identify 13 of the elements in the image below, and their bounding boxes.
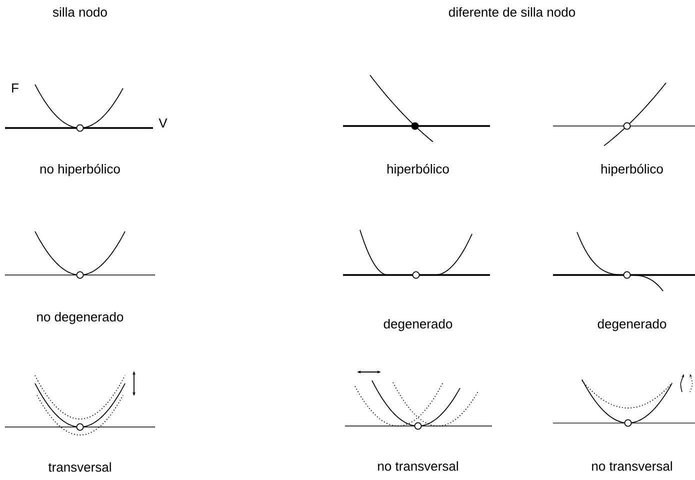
axis-label: V [158, 118, 168, 128]
caption-label: hiperbólico [387, 164, 449, 176]
caption-label: no degenerado [37, 312, 124, 324]
caption-label: hiperbólico [601, 164, 663, 176]
caption-label: no transversal [592, 461, 672, 471]
caption-label: degenerado [384, 318, 452, 332]
column-heading: diferente de silla nodo [448, 7, 576, 17]
caption-label: no hiperbólico [40, 164, 120, 176]
axis-label: F [12, 84, 18, 92]
caption-label: degenerado [598, 318, 666, 332]
caption-label: no transversal [378, 461, 458, 471]
column-heading: silla nodo [52, 7, 107, 17]
caption-label: transversal [48, 462, 111, 472]
